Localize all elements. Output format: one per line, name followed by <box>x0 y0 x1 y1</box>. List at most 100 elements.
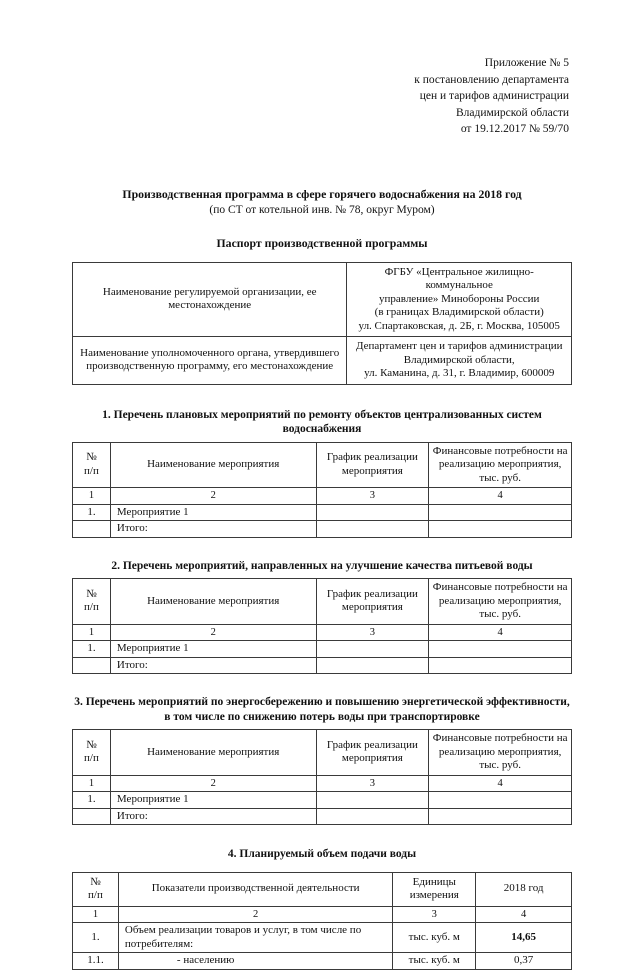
table-header-row: № п/п Показатели производственной деятел… <box>72 871 572 907</box>
section-4-title: 4. Планируемый объем подачи воды <box>227 848 417 860</box>
row-financial <box>428 791 572 809</box>
row-value: 0,37 <box>475 952 572 970</box>
authority-value-line-3: ул. Каманина, д. 31, г. Владимир, 600009 <box>364 367 555 379</box>
row-financial <box>428 656 572 674</box>
header-measure-name: Наименование мероприятия <box>109 441 317 488</box>
col-index-3: 3 <box>392 905 477 923</box>
passport-value-organization: ФГБУ «Центральное жилищно-коммунальное у… <box>346 261 572 337</box>
passport-label-organization: Наименование регулируемой организации, е… <box>71 261 348 337</box>
row-number: 1. <box>72 640 111 658</box>
header-num-abbrev: п/п <box>84 752 99 765</box>
row-financial <box>428 807 572 825</box>
row-measure-name: Мероприятие 1 <box>109 640 317 658</box>
table-row: Наименование уполномоченного органа, утв… <box>71 336 572 385</box>
row-number: 1. <box>72 791 111 809</box>
header-row-number: № п/п <box>72 871 119 907</box>
row-number: 1. <box>72 922 119 953</box>
header-row-number: № п/п <box>72 578 111 625</box>
column-index-row: 1 2 3 4 <box>72 774 572 792</box>
passport-label-authority: Наименование уполномоченного органа, утв… <box>71 336 348 385</box>
row-unit: тыс. куб. м <box>392 952 477 970</box>
col-index-3: 3 <box>315 774 430 792</box>
section-3-title: 3. Перечень мероприятий по энергосбереже… <box>74 696 570 723</box>
col-index-3: 3 <box>315 623 430 641</box>
row-schedule <box>315 656 430 674</box>
row-number <box>72 520 111 538</box>
header-units: Единицы измерения <box>392 871 477 907</box>
header-measure-name: Наименование мероприятия <box>109 578 317 625</box>
section-4-table: № п/п Показатели производственной деятел… <box>72 871 572 970</box>
row-measure-name: Мероприятие 1 <box>109 791 317 809</box>
header-schedule: График реализации мероприятия <box>315 729 430 776</box>
row-value: 14,65 <box>475 922 572 953</box>
table-row: 1. Мероприятие 1 <box>72 503 572 521</box>
org-value-line-3: (в границах Владимирской области) <box>374 306 544 318</box>
header-unit-line-2: измерения <box>409 889 459 901</box>
col-index-4: 4 <box>428 623 572 641</box>
col-index-4: 4 <box>475 905 572 923</box>
row-schedule <box>315 503 430 521</box>
header-measure-name: Наименование мероприятия <box>109 729 317 776</box>
page-content: Приложение № 5 к постановлению департаме… <box>71 0 572 970</box>
row-financial <box>428 503 572 521</box>
table-header-row: № п/п Наименование мероприятия График ре… <box>72 441 572 488</box>
row-total-label: Итого: <box>109 520 317 538</box>
column-index-row: 1 2 3 4 <box>72 905 572 923</box>
authority-value-line-2: Владимирской области, <box>403 353 515 366</box>
header-financial-needs: Финансовые потребности на реализацию мер… <box>428 729 572 776</box>
section-1-table: № п/п Наименование мероприятия График ре… <box>72 441 572 538</box>
col-index-3: 3 <box>315 487 430 505</box>
document-header-block: Приложение № 5 к постановлению департаме… <box>72 55 572 138</box>
column-index-row: 1 2 3 4 <box>72 623 572 641</box>
header-line-decree: к постановлению департамента <box>414 73 569 86</box>
row-financial <box>428 520 572 538</box>
col-index-1: 1 <box>72 623 111 641</box>
row-indicator: Объем реализации товаров и услуг, в том … <box>117 922 394 953</box>
document-subtitle: (по СТ от котельной инв. № 78, округ Мур… <box>209 203 435 216</box>
row-schedule <box>315 640 430 658</box>
col-index-4: 4 <box>428 487 572 505</box>
col-index-1: 1 <box>72 905 119 923</box>
table-row-total: Итого: <box>72 807 572 825</box>
header-row-number: № п/п <box>72 441 111 488</box>
header-schedule: График реализации мероприятия <box>315 441 430 488</box>
row-measure-name: Мероприятие 1 <box>109 503 317 521</box>
document-page: Приложение № 5 к постановлению департаме… <box>71 57 572 970</box>
header-unit-line-1: Единицы <box>412 875 456 888</box>
table-header-row: № п/п Наименование мероприятия График ре… <box>72 729 572 776</box>
document-title: Производственная программа в сфере горяч… <box>122 186 522 201</box>
passport-table: Наименование регулируемой организации, е… <box>71 261 572 385</box>
row-financial <box>428 640 572 658</box>
header-num-symbol: № <box>90 875 101 888</box>
authority-value-line-1: Департамент цен и тарифов администрации <box>355 340 563 352</box>
col-index-4: 4 <box>428 774 572 792</box>
header-num-symbol: № <box>86 738 97 751</box>
col-index-1: 1 <box>72 487 111 505</box>
section-2-title: 2. Перечень мероприятий, направленных на… <box>111 559 533 572</box>
row-total-label: Итого: <box>109 656 317 674</box>
table-row: 1.1. - населению тыс. куб. м 0,37 <box>72 952 572 970</box>
header-financial-needs: Финансовые потребности на реализацию мер… <box>428 441 572 488</box>
table-row-total: Итого: <box>72 520 572 538</box>
header-num-symbol: № <box>86 587 97 600</box>
row-schedule <box>315 520 430 538</box>
header-num-abbrev: п/п <box>84 464 99 477</box>
table-header-row: № п/п Наименование мероприятия График ре… <box>72 578 572 625</box>
section-2-table: № п/п Наименование мероприятия График ре… <box>72 578 572 674</box>
org-value-line-2: управление» Минобороны России <box>379 292 540 305</box>
row-schedule <box>315 791 430 809</box>
row-number: 1.1. <box>72 952 119 970</box>
table-row: 1. Мероприятие 1 <box>72 640 572 658</box>
table-row: Наименование регулируемой организации, е… <box>71 261 572 337</box>
section-1-title: 1. Перечень плановых мероприятий по ремо… <box>102 408 542 436</box>
col-index-2: 2 <box>117 905 394 923</box>
passport-value-authority: Департамент цен и тарифов администрации … <box>346 336 572 385</box>
row-number <box>72 807 111 825</box>
table-row: 1. Объем реализации товаров и услуг, в т… <box>72 922 572 953</box>
header-line-date-number: от 19.12.2017 № 59/70 <box>460 123 569 135</box>
row-schedule <box>315 807 430 825</box>
row-unit: тыс. куб. м <box>392 922 477 953</box>
header-num-symbol: № <box>86 451 97 464</box>
header-indicators: Показатели производственной деятельности <box>117 871 394 907</box>
col-index-2: 2 <box>109 774 317 792</box>
